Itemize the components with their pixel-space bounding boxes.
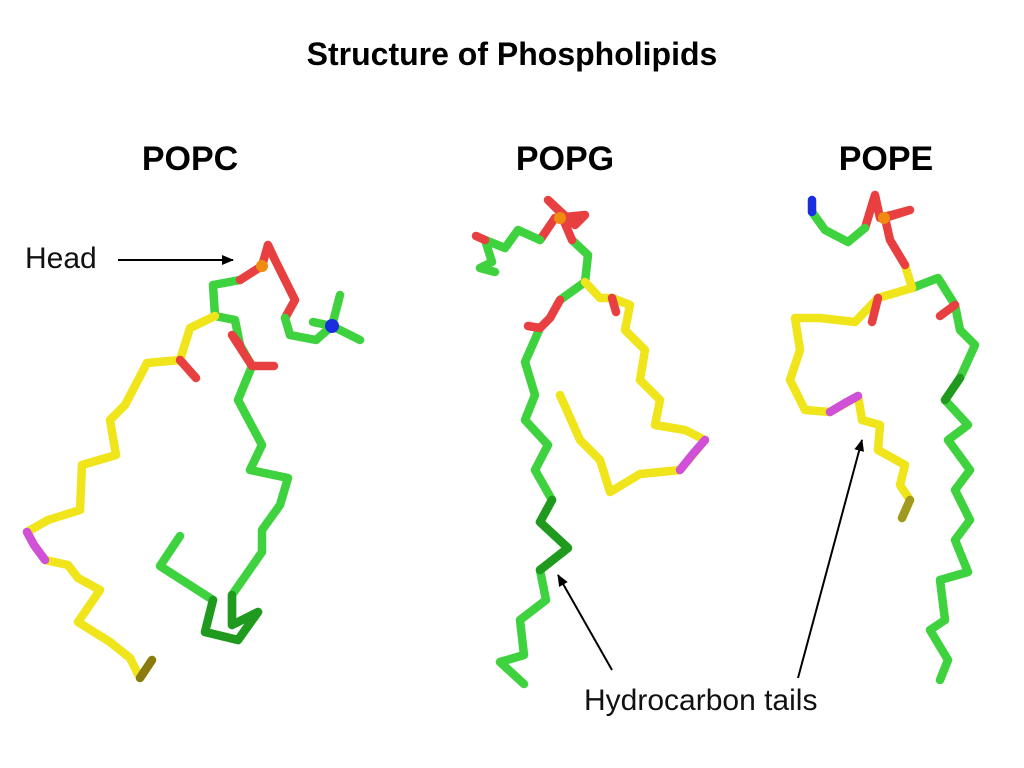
popg-palmitoyl-dark [535, 495, 573, 575]
popc-glycerol-to-phosphate [208, 275, 245, 290]
pope-ester-o [867, 293, 883, 327]
popg-molecule [471, 195, 710, 689]
popg-glycerol [555, 235, 593, 305]
slide-title: Structure of Phospholipids [306, 36, 718, 72]
popc-phosphate-o [235, 240, 300, 323]
popc-tail-end [135, 655, 157, 683]
popc-double-bond [22, 527, 50, 565]
popg-glycerol-head-o [471, 231, 490, 245]
popc-phosphorus-atom [256, 260, 268, 272]
tails-annotation: Hydrocarbon tails [584, 684, 818, 717]
pope-label: POPE [838, 140, 934, 178]
popc-molecule [22, 240, 365, 683]
popg-label: POPG [515, 140, 615, 178]
pope-ester-o2 [935, 300, 960, 321]
popc-ester-o2 [227, 330, 279, 371]
tails-arrow-popg [557, 574, 613, 671]
pope-glycerol [907, 273, 960, 310]
popc-label: POPC [141, 140, 239, 178]
pope-phosphorus-atom [878, 212, 890, 224]
pope-tail-end [897, 495, 915, 523]
popg-ester-o [523, 295, 565, 333]
pope-phosphate-o [860, 190, 915, 270]
popc-palmitoyl-dark [200, 590, 263, 645]
popg-double-bond [675, 435, 710, 475]
popc-choline [280, 290, 345, 345]
popg-glycerol-head [475, 225, 545, 277]
popc-ester-o1 [175, 355, 201, 383]
pope-glycerol-yellow [873, 260, 917, 303]
popc-palmitoyl-tail [155, 361, 293, 645]
popg-ester-yellow [580, 277, 617, 303]
popc-oleoyl-tail [22, 355, 185, 683]
popg-ester-o2 [607, 293, 621, 317]
pope-ethanolamine [807, 207, 870, 247]
pope-palmitoyl-tail [925, 300, 980, 685]
head-annotation: Head [25, 242, 97, 275]
popg-palmitoyl-tail [495, 323, 573, 689]
popc-nitrogen-atom [325, 319, 339, 333]
popg-phosphorus-atom [554, 212, 566, 224]
pope-double-bond [825, 391, 863, 417]
popg-oleoyl-tail [555, 293, 710, 497]
pope-molecule [785, 190, 980, 685]
tails-arrow-pope [797, 439, 864, 679]
popc-ester-1 [175, 311, 220, 365]
pope-palmitoyl-dark [940, 373, 965, 405]
